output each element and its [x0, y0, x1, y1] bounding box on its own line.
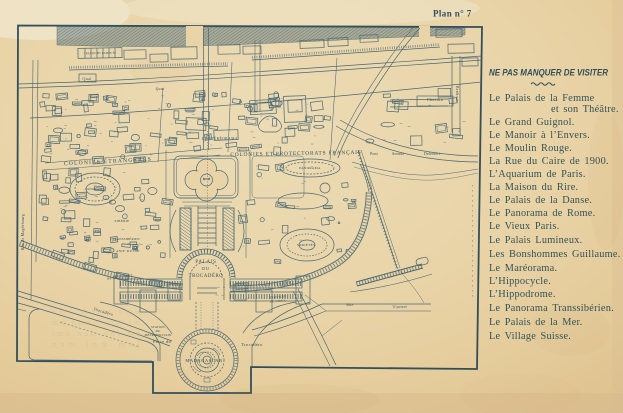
svg-text:Place du: Place du: [153, 339, 172, 344]
svg-text:Le Grand Guignol.: Le Grand Guignol.: [489, 117, 575, 128]
svg-text:L’Aquarium de Paris.: L’Aquarium de Paris.: [489, 169, 586, 180]
svg-text:Le Palais de la Femme: Le Palais de la Femme: [489, 93, 595, 104]
svg-text:Le Manoir à l’Envers.: Le Manoir à l’Envers.: [489, 130, 590, 141]
svg-text:Trocadéro: Trocadéro: [241, 342, 263, 347]
svg-text:DU CHOIX: DU CHOIX: [270, 298, 287, 303]
svg-text:VARIÉTÉS: VARIÉTÉS: [297, 242, 315, 247]
svg-text:NE PAS MANQUER DE VISITER: NE PAS MANQUER DE VISITER: [489, 68, 608, 78]
svg-text:La Maison du Rire.: La Maison du Rire.: [489, 182, 578, 193]
svg-text:Bd DELESSERT: Bd DELESSERT: [107, 273, 133, 281]
svg-text:MADAGASCAR: MADAGASCAR: [185, 358, 222, 363]
svg-text:Plan n° 7: Plan n° 7: [433, 9, 472, 19]
svg-text:Le Panorama Transsibérien.: Le Panorama Transsibérien.: [489, 303, 614, 314]
svg-text:SIBÉRIE: SIBÉRIE: [115, 218, 130, 223]
svg-text:DU: DU: [156, 329, 161, 333]
svg-text:TROTTOIR: TROTTOIR: [269, 294, 287, 299]
svg-text:PANORAMA: PANORAMA: [85, 187, 105, 191]
svg-text:Le Palais Lumineux.: Le Palais Lumineux.: [489, 235, 582, 246]
svg-text:et son Théâtre.: et son Théâtre.: [551, 104, 619, 115]
svg-text:Le Moulin Rouge.: Le Moulin Rouge.: [489, 143, 572, 154]
svg-text:Le Palais de la Mer.: Le Palais de la Mer.: [489, 317, 582, 328]
svg-text:PALAIS: PALAIS: [195, 260, 216, 265]
svg-text:PANORAMA: PANORAMA: [299, 166, 321, 170]
svg-text:Avenue: Avenue: [392, 152, 405, 156]
svg-text:Le Village Suisse.: Le Village Suisse.: [489, 331, 571, 342]
svg-text:Le Vieux Paris.: Le Vieux Paris.: [489, 221, 560, 232]
svg-text:Rue de Magdebourg: Rue de Magdebourg: [21, 214, 25, 250]
svg-text:TRANSPORT RAMPE PE: TRANSPORT RAMPE PE: [84, 52, 116, 56]
svg-text:MÉTROPOLITAIN: MÉTROPOLITAIN: [145, 332, 172, 337]
svg-text:lmu num unl mn: lmu num unl mn: [52, 329, 140, 338]
svg-text:DU: DU: [202, 266, 210, 271]
svg-text:STATION: STATION: [151, 325, 165, 329]
svg-text:L’Hippocycle.: L’Hippocycle.: [489, 276, 551, 287]
svg-text:Les Bonshommes Guillaume.: Les Bonshommes Guillaume.: [489, 249, 621, 260]
svg-text:COLONIES ET PROTECTORATS FRANÇ: COLONIES ET PROTECTORATS FRANÇAIS: [230, 150, 361, 158]
svg-text:TROCADÉRO: TROCADÉRO: [189, 273, 224, 279]
svg-text:Le Palais de la Danse.: Le Palais de la Danse.: [489, 195, 592, 206]
svg-text:Berthoux: Berthoux: [455, 86, 459, 102]
svg-text:uml mllm nmu: uml mllm nmu: [52, 307, 140, 316]
svg-text:Le Maréorama.: Le Maréorama.: [489, 263, 557, 274]
svg-text:Trocadéro: Trocadéro: [93, 306, 114, 317]
svg-text:L’Hippodrome.: L’Hippodrome.: [489, 289, 556, 300]
svg-text:La Rue du Caire de 1900.: La Rue du Caire de 1900.: [489, 156, 609, 167]
svg-text:TRANSSIBÉRIEN: TRANSSIBÉRIEN: [112, 236, 140, 241]
svg-text:Quai: Quai: [82, 76, 92, 81]
svg-text:ASIE RUSSE: ASIE RUSSE: [116, 249, 140, 253]
svg-text:Pont: Pont: [370, 152, 379, 156]
svg-text:Rue: Rue: [346, 302, 354, 307]
svg-text:Delessert: Delessert: [424, 152, 441, 156]
svg-text:Quai: Quai: [155, 87, 164, 91]
svg-text:Chardin: Chardin: [427, 97, 444, 102]
svg-text:Le Panorama de Rome.: Le Panorama de Rome.: [489, 208, 595, 219]
svg-text:Vineuse: Vineuse: [392, 304, 407, 310]
svg-text:num lnm mul: num lnm mul: [52, 340, 141, 349]
svg-text:LE STÉRÉORAMA: LE STÉRÉORAMA: [202, 136, 238, 141]
